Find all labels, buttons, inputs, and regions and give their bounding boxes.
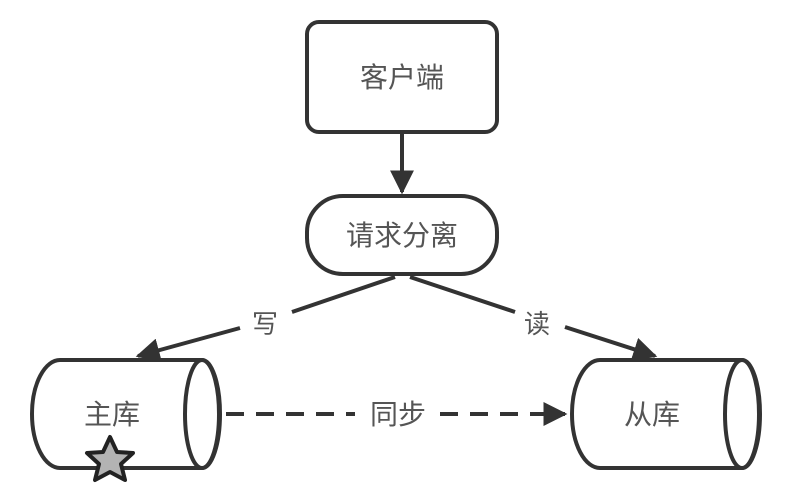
master-db-label: 主库 [84, 398, 140, 431]
edge-read-label: 读 [524, 310, 550, 340]
master-db-node[interactable]: 主库 [30, 358, 222, 482]
slave-db-node[interactable]: 从库 [570, 358, 762, 470]
edge-read: 读 [409, 275, 658, 361]
edge-sync: 同步 [226, 398, 568, 431]
star-icon [85, 435, 135, 482]
client-node[interactable]: 客户端 [305, 20, 499, 134]
client-label: 客户端 [360, 61, 444, 94]
edge-write: 写 [135, 275, 396, 362]
edge-sync-label: 同步 [370, 398, 426, 431]
edge-write-label: 写 [252, 310, 278, 340]
router-node[interactable]: 请求分离 [305, 194, 499, 276]
router-label: 请求分离 [346, 219, 458, 252]
slave-db-label: 从库 [624, 398, 680, 431]
